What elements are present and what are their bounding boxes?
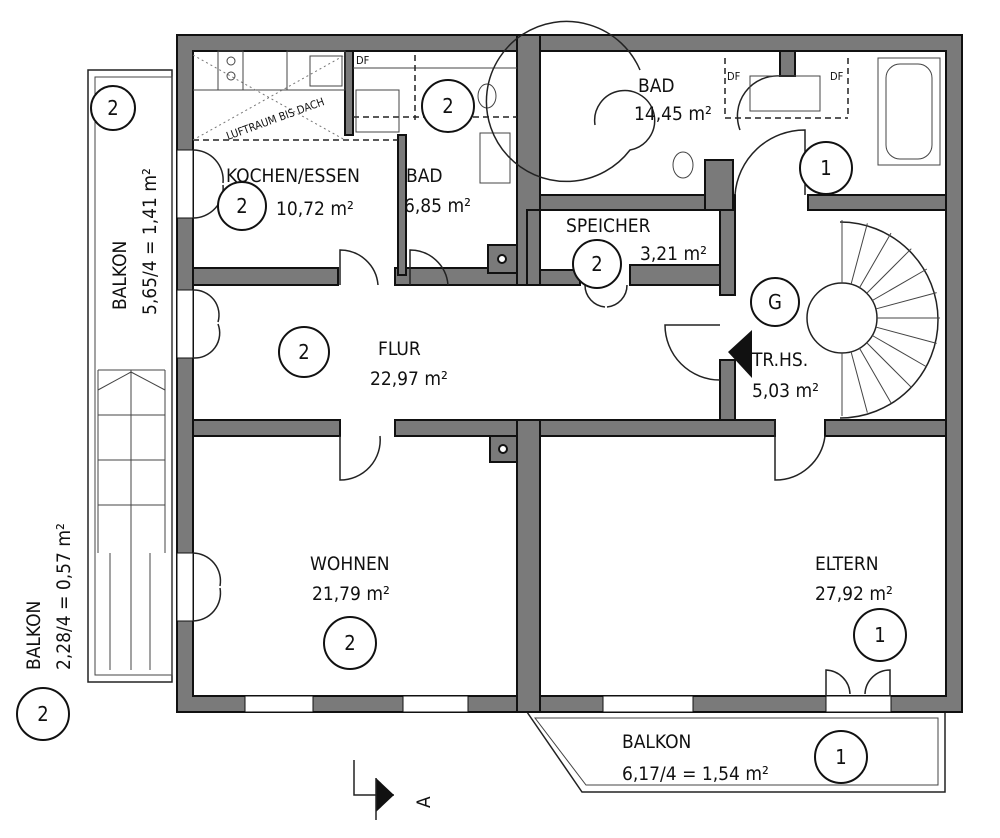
svg-text:2: 2 — [298, 340, 309, 364]
balcony-stair-treads — [98, 414, 165, 506]
svg-text:27,92 m²: 27,92 m² — [815, 583, 893, 605]
spiral-step — [866, 342, 912, 388]
large-bath-fixtures — [485, 20, 941, 183]
doors — [192, 75, 891, 696]
stair-direction-arrow — [728, 330, 752, 378]
spiral-step — [875, 326, 937, 344]
svg-text:TR.HS.: TR.HS. — [751, 349, 808, 371]
svg-text:14,45 m²: 14,45 m² — [634, 103, 712, 125]
svg-text:2: 2 — [344, 631, 355, 655]
room-eltern: ELTERN 27,92 m² — [815, 553, 893, 605]
spiral-step — [850, 351, 868, 413]
spiral-step — [872, 268, 928, 301]
balcony-left-upper-label: BALKON 5,65/4 = 1,41 m² — [109, 168, 161, 315]
svg-text:KOCHEN/ESSEN: KOCHEN/ESSEN — [226, 165, 360, 187]
svg-text:BALKON: BALKON — [109, 241, 131, 310]
svg-text:10,72 m²: 10,72 m² — [276, 198, 354, 220]
unit-marker: 1 — [853, 608, 907, 662]
room-bad-small: BAD 6,85 m² — [404, 165, 471, 217]
room-wohnen: WOHNEN 21,79 m² — [310, 553, 390, 605]
svg-text:21,79 m²: 21,79 m² — [312, 583, 390, 605]
balcony-stair — [97, 369, 166, 670]
svg-text:1: 1 — [820, 156, 831, 180]
unit-marker: 2 — [16, 687, 70, 741]
unit-marker: 2 — [421, 79, 475, 133]
svg-text:2: 2 — [442, 94, 453, 118]
unit-marker: 2 — [323, 616, 377, 670]
svg-text:22,97 m²: 22,97 m² — [370, 368, 448, 390]
svg-text:G: G — [768, 290, 782, 314]
df-right-label: DF — [830, 70, 844, 83]
svg-text:BALKON: BALKON — [23, 601, 45, 670]
svg-text:SPEICHER: SPEICHER — [566, 215, 651, 237]
room-flur: FLUR 22,97 m² — [370, 338, 448, 390]
df-label: DF — [356, 54, 370, 67]
balcony-left-lower-label: BALKON 2,28/4 = 0,57 m² — [23, 523, 75, 670]
svg-text:BALKON: BALKON — [622, 731, 691, 753]
unit-markers: 2 2 2 1 2 2 G 2 1 2 1 — [16, 79, 907, 784]
walls — [176, 34, 963, 713]
room-bad-large: BAD 14,45 m² — [634, 75, 712, 125]
room-kochen: KOCHEN/ESSEN 10,72 m² — [226, 165, 360, 220]
unit-marker: 1 — [814, 730, 868, 784]
spiral-step — [872, 335, 928, 368]
unit-marker: 2 — [278, 326, 330, 378]
svg-text:5,65/4 = 1,41 m²: 5,65/4 = 1,41 m² — [139, 168, 161, 315]
section-marker-a: A — [353, 760, 435, 820]
svg-text:ELTERN: ELTERN — [815, 553, 879, 575]
svg-text:1: 1 — [835, 745, 846, 769]
spiral-step — [866, 248, 912, 294]
svg-text:2,28/4 = 0,57 m²: 2,28/4 = 0,57 m² — [53, 523, 75, 670]
svg-text:2: 2 — [236, 194, 247, 218]
svg-text:FLUR: FLUR — [378, 338, 421, 360]
svg-text:2: 2 — [107, 96, 118, 120]
balcony-bottom-label: BALKON 6,17/4 = 1,54 m² — [622, 731, 769, 785]
left-balcony — [87, 69, 173, 683]
svg-text:WOHNEN: WOHNEN — [310, 553, 390, 575]
svg-text:6,17/4 = 1,54 m²: 6,17/4 = 1,54 m² — [622, 763, 769, 785]
svg-text:3,21 m²: 3,21 m² — [640, 243, 707, 265]
unit-marker: 2 — [90, 85, 136, 131]
svg-text:1: 1 — [874, 623, 885, 647]
unit-marker: G — [750, 277, 800, 327]
svg-text:6,85 m²: 6,85 m² — [404, 195, 471, 217]
svg-text:2: 2 — [591, 252, 602, 276]
svg-text:5,03 m²: 5,03 m² — [752, 380, 819, 402]
kitchen-counter — [192, 50, 398, 141]
spiral-step — [850, 223, 868, 285]
unit-marker: 2 — [572, 239, 622, 289]
room-treppenhaus: TR.HS. 5,03 m² — [751, 349, 819, 402]
room-speicher: SPEICHER 3,21 m² — [566, 215, 707, 265]
svg-text:BAD: BAD — [638, 75, 675, 97]
svg-text:A: A — [413, 796, 435, 808]
spiral-staircase — [806, 221, 939, 419]
luftraum-label: LUFTRAUM BIS DACH — [225, 95, 327, 143]
svg-text:2: 2 — [37, 702, 48, 726]
unit-marker: 1 — [799, 141, 853, 195]
spiral-step — [859, 232, 892, 288]
svg-text:BAD: BAD — [406, 165, 443, 187]
spiral-step — [875, 292, 937, 310]
spiral-step — [859, 348, 892, 404]
unit-marker: 2 — [217, 181, 267, 231]
df-left-label: DF — [727, 70, 741, 83]
